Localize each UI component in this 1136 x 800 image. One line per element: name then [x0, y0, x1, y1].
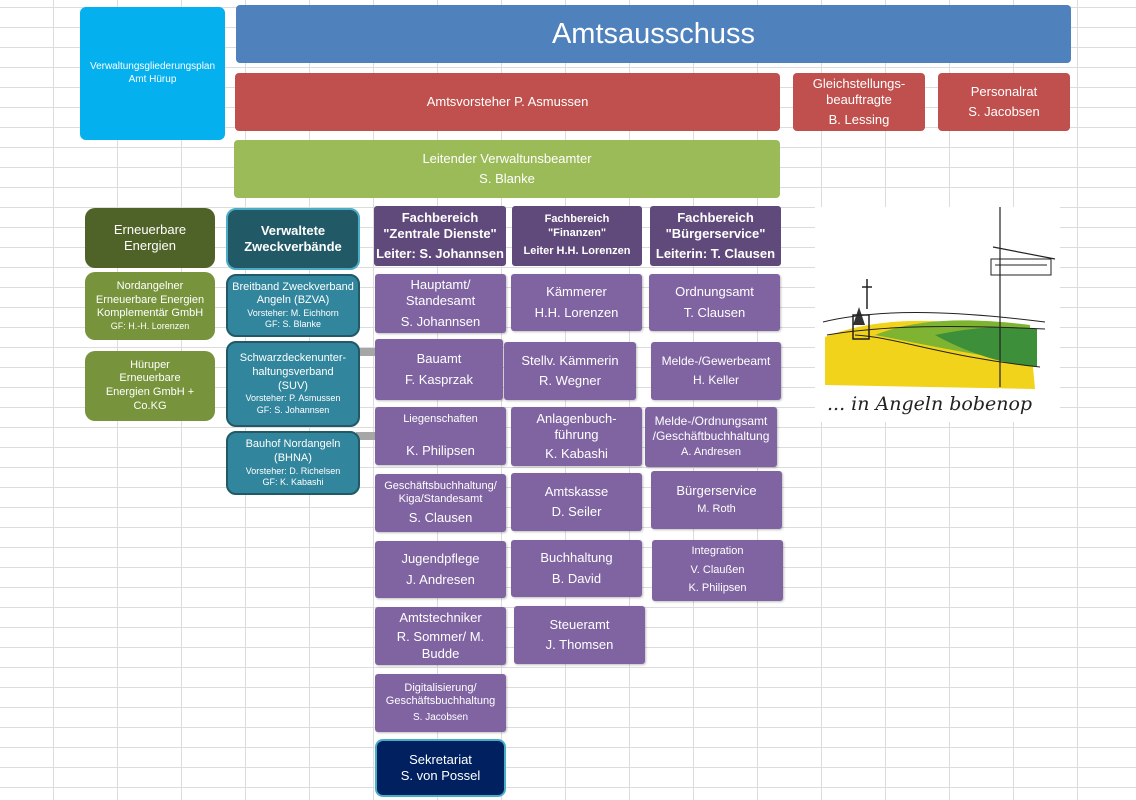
erneuerbare-item: Hüruper Erneuerbare Energien GmbH + Co.K… [85, 351, 215, 421]
fachbereich-finanzen-header: Fachbereich "Finanzen"Leiter H.H. Lorenz… [512, 206, 642, 266]
amt-logo: ... in Angeln bobenop [815, 207, 1060, 422]
fachbereich-zentrale-header: Fachbereich "Zentrale Dienste"Leiter: S.… [374, 206, 506, 266]
erneuerbare-item: Nordangelner Erneuerbare Energien Komple… [85, 272, 215, 340]
connector-line [356, 432, 376, 440]
erneuerbare-header: Erneuerbare Energien [85, 208, 215, 268]
zweckverband-item: Schwarzdeckenunter- haltungsverband (SUV… [226, 341, 360, 427]
fachbereich-buerger-header: Fachbereich "Bürgerservice"Leiterin: T. … [650, 206, 781, 266]
zweckverband-item: Breitband Zweckverband Angeln (BZVA)Vors… [226, 274, 360, 337]
logo-graphic: ... in Angeln bobenop [822, 207, 1056, 415]
zweckverband-item: Bauhof Nordangeln (BHNA)Vorsteher: D. Ri… [226, 431, 360, 495]
page-title: Amtsausschuss [236, 5, 1071, 63]
connector-line [356, 348, 376, 356]
amtsvorsteher-box: Amtsvorsteher P. Asmussen [235, 73, 780, 131]
logo-slogan: ... in Angeln bobenop [827, 393, 1032, 415]
zweckverbaende-header: Verwaltete Zweckverbände [226, 208, 360, 270]
